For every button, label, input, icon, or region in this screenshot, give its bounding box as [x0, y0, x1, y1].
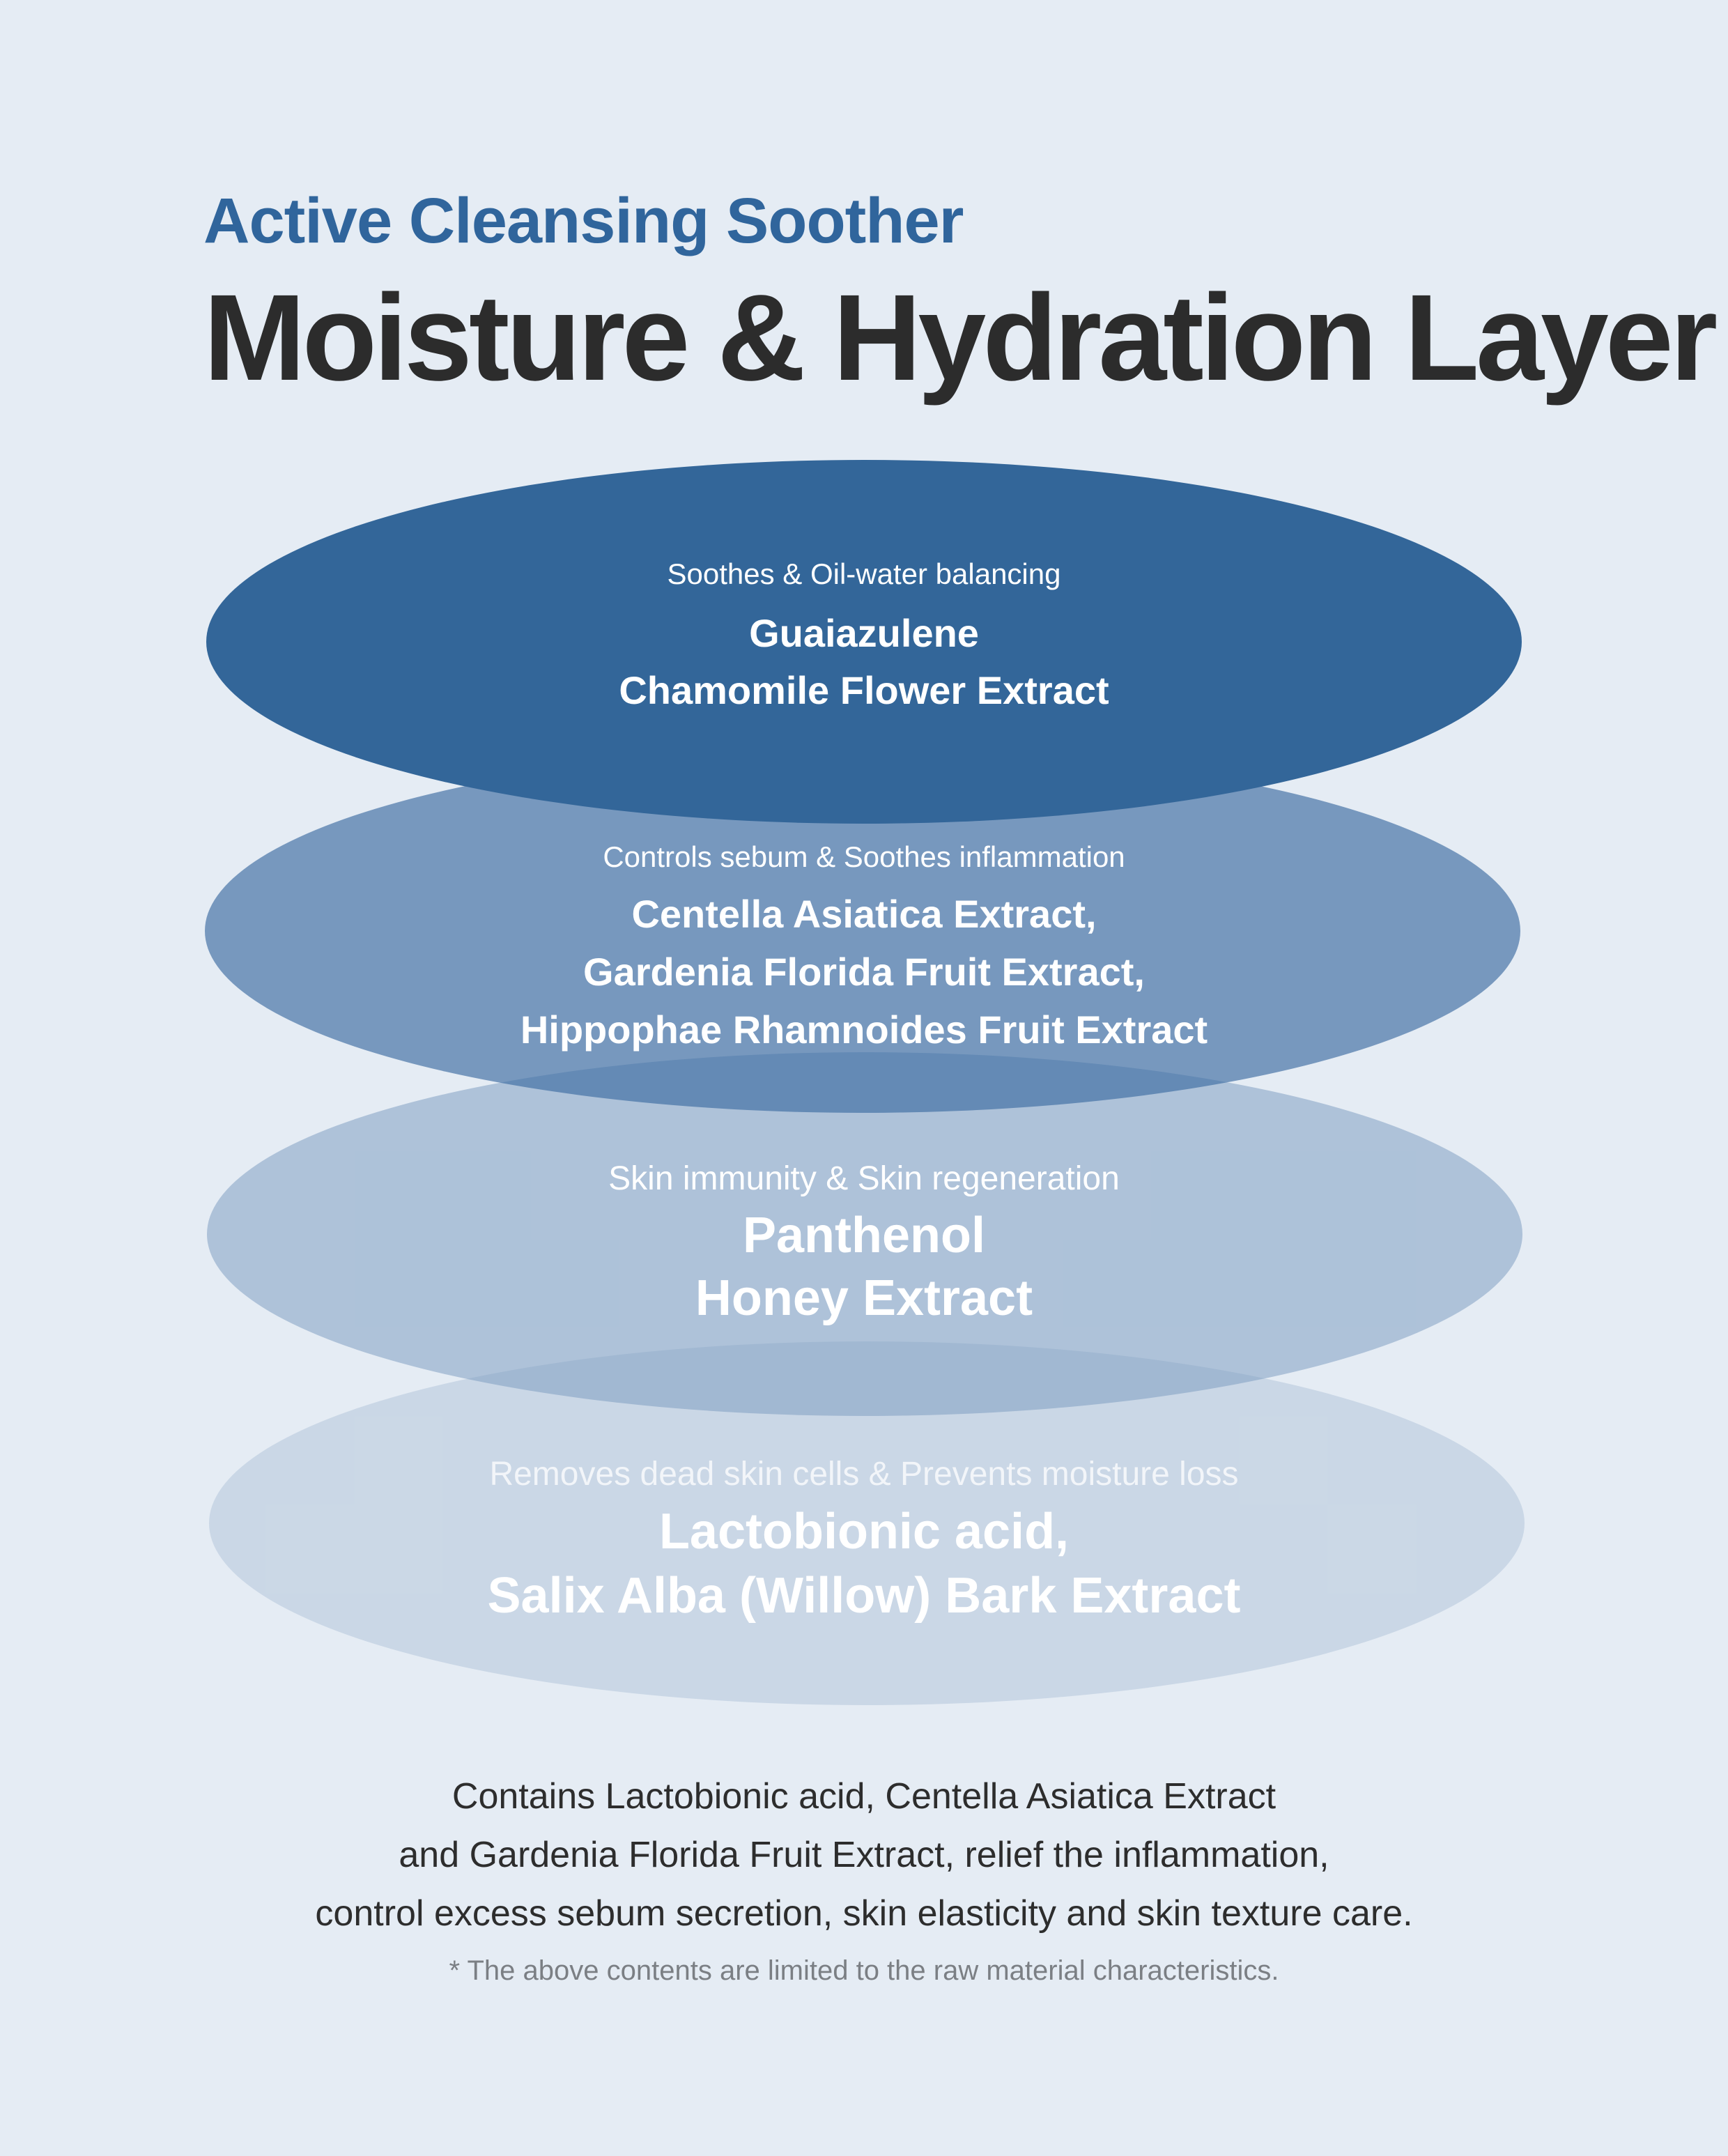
- page-title: Moisture & Hydration Layer: [203, 270, 1718, 406]
- header: Active Cleansing Soother Moisture & Hydr…: [203, 183, 1718, 406]
- layer-ingredient: Honey Extract: [695, 1270, 1033, 1326]
- layer-ingredient: Salix Alba (Willow) Bark Extract: [487, 1568, 1241, 1624]
- disclaimer-note: * The above contents are limited to the …: [449, 1955, 1279, 1986]
- footer-line: Contains Lactobionic acid, Centella Asia…: [452, 1776, 1276, 1817]
- layer-ellipse-1: [206, 460, 1522, 824]
- layer-ingredient: Hippophae Rhamnoides Fruit Extract: [520, 1008, 1208, 1052]
- footer-line: control excess sebum secretion, skin ela…: [315, 1893, 1413, 1934]
- layer-ingredient: Centella Asiatica Extract,: [631, 892, 1097, 936]
- layer-text-1: Soothes & Oil-water balancing Guaiazulen…: [0, 556, 1728, 719]
- layer-ingredient: Chamomile Flower Extract: [619, 668, 1109, 712]
- layer-ingredient: Guaiazulene: [749, 611, 979, 655]
- layer-description: Skin immunity & Skin regeneration: [608, 1160, 1120, 1197]
- footer: Contains Lactobionic acid, Centella Asia…: [0, 1767, 1728, 1990]
- layer-text-4: Removes dead skin cells & Prevents moist…: [0, 1456, 1728, 1628]
- product-subtitle: Active Cleansing Soother: [203, 185, 964, 256]
- layer-ingredient: Lactobionic acid,: [658, 1504, 1070, 1560]
- layer-description: Removes dead skin cells & Prevents moist…: [489, 1456, 1239, 1493]
- layer-ellipse-3: [207, 1052, 1522, 1416]
- footer-line: and Gardenia Florida Fruit Extract, reli…: [399, 1835, 1329, 1875]
- layer-text-2: Controls sebum & Soothes inflammation Ce…: [0, 839, 1728, 1058]
- layer-description: Soothes & Oil-water balancing: [667, 557, 1061, 590]
- layer-ingredient: Panthenol: [742, 1208, 985, 1263]
- layer-ingredient: Gardenia Florida Fruit Extract,: [583, 950, 1145, 994]
- layer-description: Controls sebum & Soothes inflammation: [603, 840, 1125, 873]
- layer-text-3: Skin immunity & Skin regeneration Panthe…: [0, 1161, 1728, 1330]
